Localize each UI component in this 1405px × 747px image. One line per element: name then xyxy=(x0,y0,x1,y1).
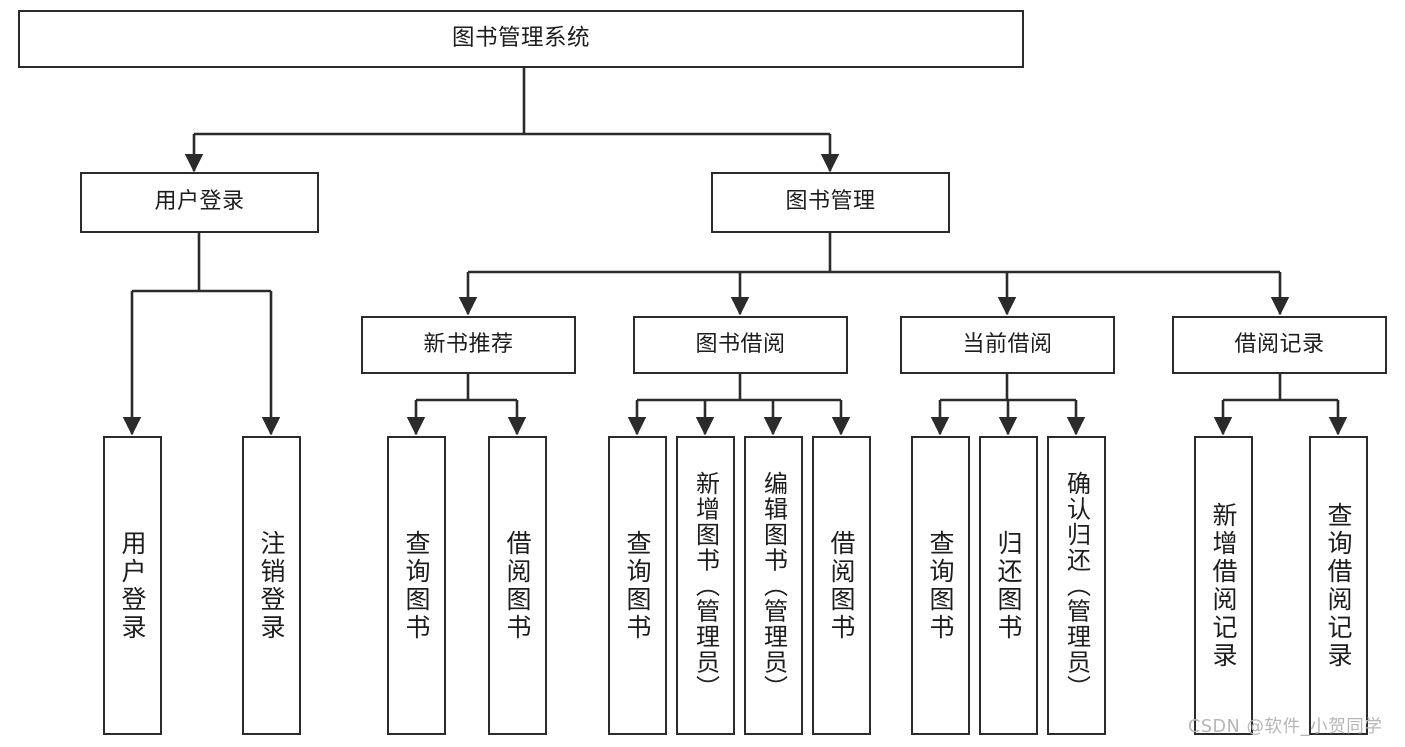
node-current-borrow-label: 当前借阅 xyxy=(962,331,1053,357)
node-leaf-add-book[interactable]: 新增图书（管理员） xyxy=(676,436,735,735)
node-leaf-user-login-label: 用户登录 xyxy=(118,529,147,642)
node-leaf-query-record[interactable]: 查询借阅记录 xyxy=(1309,436,1368,735)
node-leaf-query-record-label: 查询借阅记录 xyxy=(1324,501,1353,670)
node-leaf-edit-book-label: 编辑图书（管理员） xyxy=(759,470,788,701)
node-leaf-query-book-3-label: 查询图书 xyxy=(926,529,955,642)
node-leaf-query-book-1[interactable]: 查询图书 xyxy=(387,436,446,735)
node-new-book-recommend[interactable]: 新书推荐 xyxy=(361,316,576,374)
node-leaf-borrow-book-2[interactable]: 借阅图书 xyxy=(812,436,871,735)
node-book-manage[interactable]: 图书管理 xyxy=(711,172,950,233)
node-leaf-add-record-label: 新增借阅记录 xyxy=(1209,501,1238,670)
node-leaf-add-record[interactable]: 新增借阅记录 xyxy=(1194,436,1253,735)
node-leaf-return-book-label: 归还图书 xyxy=(994,529,1023,642)
node-leaf-confirm-return-label: 确认归还（管理员） xyxy=(1062,470,1091,701)
node-borrow-record[interactable]: 借阅记录 xyxy=(1172,316,1387,374)
node-user-login-label: 用户登录 xyxy=(154,189,245,215)
node-book-manage-label: 图书管理 xyxy=(785,189,876,215)
node-leaf-borrow-book-2-label: 借阅图书 xyxy=(827,529,856,642)
node-leaf-add-book-label: 新增图书（管理员） xyxy=(691,470,720,701)
node-root[interactable]: 图书管理系统 xyxy=(18,10,1024,68)
node-leaf-user-login[interactable]: 用户登录 xyxy=(103,436,162,735)
node-leaf-logout-label: 注销登录 xyxy=(257,529,286,642)
node-leaf-query-book-3[interactable]: 查询图书 xyxy=(911,436,970,735)
node-leaf-borrow-book-1-label: 借阅图书 xyxy=(503,529,532,642)
node-root-label: 图书管理系统 xyxy=(451,25,590,52)
node-leaf-edit-book[interactable]: 编辑图书（管理员） xyxy=(744,436,803,735)
node-book-borrow-label: 图书借阅 xyxy=(695,331,786,357)
node-leaf-return-book[interactable]: 归还图书 xyxy=(979,436,1038,735)
node-user-login[interactable]: 用户登录 xyxy=(80,172,319,233)
csdn-watermark: CSDN @软件_小贺同学 xyxy=(1188,717,1383,737)
node-current-borrow[interactable]: 当前借阅 xyxy=(900,316,1115,374)
node-new-book-recommend-label: 新书推荐 xyxy=(423,331,514,357)
node-leaf-query-book-2-label: 查询图书 xyxy=(623,529,652,642)
node-book-borrow[interactable]: 图书借阅 xyxy=(633,316,848,374)
node-leaf-borrow-book-1[interactable]: 借阅图书 xyxy=(488,436,547,735)
node-leaf-confirm-return[interactable]: 确认归还（管理员） xyxy=(1047,436,1106,735)
node-leaf-query-book-1-label: 查询图书 xyxy=(402,529,431,642)
node-leaf-query-book-2[interactable]: 查询图书 xyxy=(608,436,667,735)
node-leaf-logout[interactable]: 注销登录 xyxy=(242,436,301,735)
node-borrow-record-label: 借阅记录 xyxy=(1234,331,1325,357)
